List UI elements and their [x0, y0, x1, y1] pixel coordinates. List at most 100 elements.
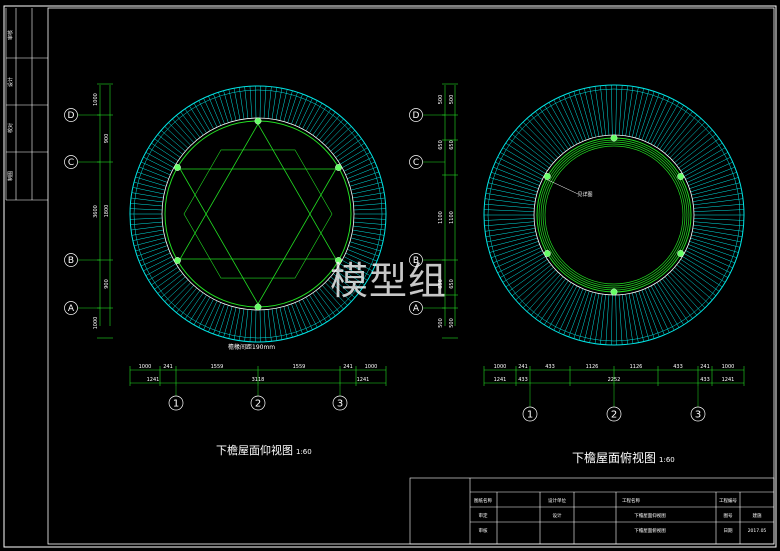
rafter: [333, 134, 359, 155]
rafter: [255, 86, 257, 119]
dim-label: 241: [518, 364, 528, 370]
rafter: [180, 290, 201, 317]
rafter: [302, 100, 318, 130]
rafter: [271, 87, 277, 120]
dim-label: 650: [449, 279, 455, 289]
rafter: [130, 217, 163, 220]
rafter: [151, 142, 179, 162]
rafter: [228, 307, 237, 339]
rafter: [484, 198, 535, 206]
rafter: [339, 147, 368, 165]
rafter: [692, 231, 742, 243]
column-node: [610, 134, 618, 142]
rafter: [535, 278, 566, 319]
rafter: [157, 273, 183, 294]
axis-label: 2: [611, 410, 617, 421]
rafter: [164, 279, 189, 302]
rafter: [271, 308, 277, 341]
rafter: [305, 297, 323, 325]
rafter: [678, 138, 720, 169]
rafter: [347, 249, 378, 262]
rafter: [676, 264, 717, 296]
title-block: [409, 477, 775, 545]
axis-bubble: [522, 406, 538, 422]
rafter: [689, 241, 737, 258]
rafter: [168, 282, 192, 306]
sheet-frame: [3, 5, 777, 548]
dim-label: 1800: [104, 205, 110, 218]
rafter: [322, 118, 344, 143]
beam-ring: [544, 145, 684, 285]
axis-bubble: [250, 395, 266, 411]
rafter: [672, 125, 709, 161]
rafter: [343, 156, 373, 172]
watermark: 模型组: [330, 259, 448, 303]
rafter: [279, 307, 288, 339]
title-block-label: 下檐屋面仰视图: [634, 512, 666, 519]
rafter: [350, 181, 383, 191]
title-block-label: 设计: [553, 512, 562, 519]
rafter: [176, 287, 197, 313]
dim-label: 3600: [93, 205, 99, 218]
rafter: [353, 203, 386, 207]
eave-ring: [487, 88, 741, 342]
rafter: [145, 152, 174, 168]
axis-label: 3: [337, 399, 343, 410]
frame-triangle: [179, 123, 337, 260]
dim-label: 1000: [93, 317, 99, 330]
rafter: [638, 91, 655, 139]
rafter: [337, 142, 365, 162]
title-block-label: 下檐屋面俯视图: [634, 527, 666, 534]
axis-label: A: [68, 304, 75, 314]
rafter: [530, 114, 564, 154]
rafter: [130, 225, 163, 231]
rafter: [485, 228, 536, 237]
dim-label: 500: [438, 318, 444, 328]
dim-label: 1000: [365, 364, 378, 370]
rafter: [130, 221, 163, 225]
rafter: [154, 138, 181, 158]
rafter: [544, 282, 572, 325]
rafter: [578, 291, 593, 341]
rafter: [312, 108, 332, 136]
rafter: [690, 237, 739, 253]
rafter: [691, 182, 740, 196]
rafter: [335, 270, 362, 290]
rafter: [573, 291, 590, 339]
dim-label: 1126: [630, 364, 643, 370]
column-node: [543, 173, 551, 180]
eave-ring: [133, 89, 383, 339]
beam-ring: [164, 120, 352, 308]
rafter: [203, 300, 218, 330]
axis-bubble: [64, 108, 78, 122]
rafter: [693, 203, 744, 209]
rafter: [584, 292, 596, 342]
rafter: [622, 294, 628, 345]
rafter: [244, 309, 249, 342]
rafter: [680, 142, 723, 171]
rafter: [259, 86, 261, 119]
rafter: [653, 284, 680, 328]
rafter: [180, 111, 201, 138]
rafter: [568, 289, 587, 337]
rafter: [218, 92, 229, 123]
dim-label: 1100: [449, 211, 455, 224]
side-strip: [5, 8, 48, 201]
rafter: [558, 97, 581, 143]
rafter: [189, 294, 207, 323]
rafter: [589, 293, 600, 343]
rafter: [508, 138, 550, 169]
rafter: [692, 187, 742, 199]
rafter: [233, 88, 241, 120]
dim-label: 241: [163, 364, 173, 370]
rafter: [622, 85, 628, 136]
callout-leader: [547, 179, 579, 195]
rafter: [213, 93, 225, 125]
rafter: [539, 108, 569, 150]
rafter: [693, 221, 744, 227]
rafter: [641, 289, 660, 337]
rafter: [493, 166, 540, 186]
rafter: [249, 309, 253, 342]
